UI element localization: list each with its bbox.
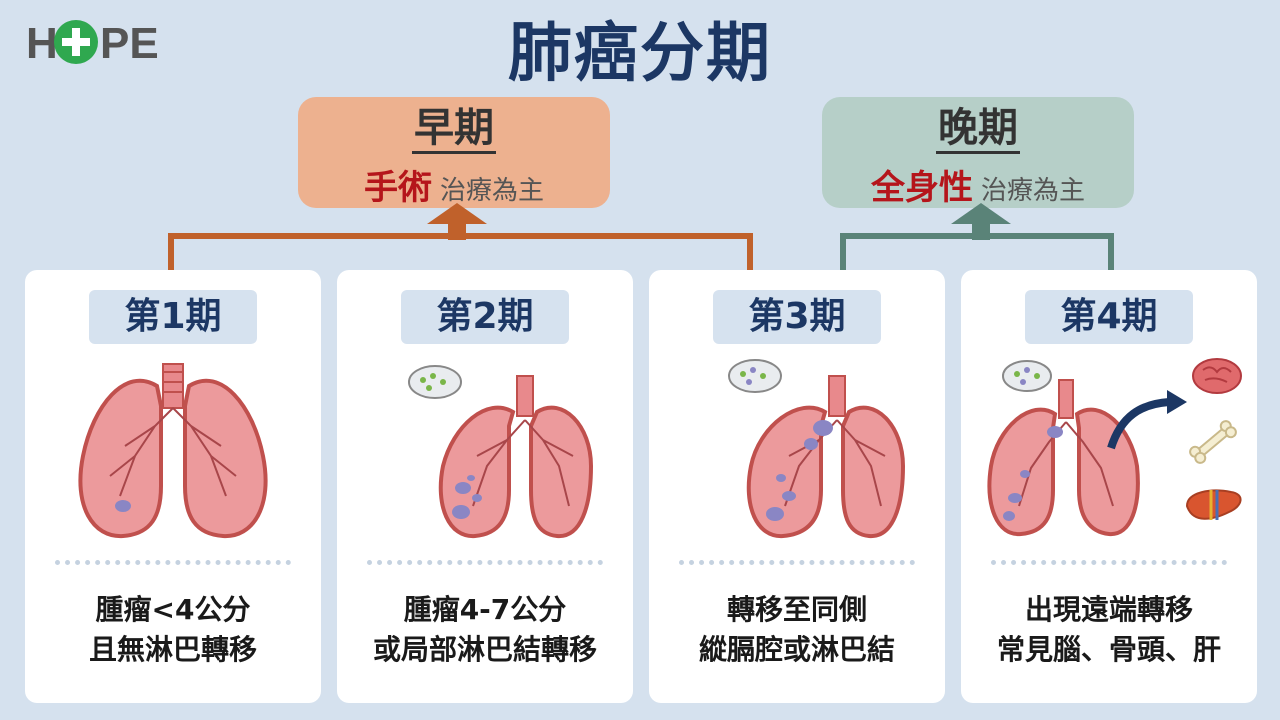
bone-icon [1189,420,1237,464]
stage-label: 第1期 [89,290,257,344]
stage-card-2: 第2期 腫瘤4-7公分 或局部淋巴結轉移 [337,270,633,703]
stage-card-4: 第4期 出現遠端轉移 常見腦、骨頭、肝 [961,270,1257,703]
dotted-divider [679,560,915,565]
stage-description: 出現遠端轉移 常見腦、骨頭、肝 [961,590,1257,670]
spread-arrow-icon [1107,398,1170,450]
dotted-divider [991,560,1227,565]
desc-line-1: 出現遠端轉移 [1024,593,1193,626]
dotted-divider [55,560,291,565]
cell-bubble-icon [408,365,462,399]
tumor-icon [1047,426,1063,438]
lungs-icon [408,365,593,539]
stage-card-3: 第3期 轉移至同側 縱膈腔或淋巴結 [649,270,945,703]
early-phase-desc: 手術治療為主 [298,160,610,209]
lungs-icon [728,359,905,539]
cell-bubble-icon [1002,360,1052,392]
stage-card-1: 第1期 腫瘤<4公分 且無淋巴轉移 [25,270,321,703]
desc-line-1: 腫瘤<4公分 [95,593,251,626]
desc-line-2: 常見腦、骨頭、肝 [996,633,1221,666]
stage-description: 腫瘤4-7公分 或局部淋巴結轉移 [337,590,633,670]
tumor-icon [455,482,471,494]
stage-description: 轉移至同側 縱膈腔或淋巴結 [649,590,945,670]
early-bracket [168,233,753,270]
stage-label: 第3期 [713,290,881,344]
late-phase-box: 晚期 全身性治療為主 [822,97,1134,208]
desc-line-1: 腫瘤4-7公分 [403,593,567,626]
tumor-icon [115,500,131,512]
cell-bubble-icon [728,359,782,393]
late-phase-desc: 全身性治療為主 [822,160,1134,209]
tumor-icon [813,420,833,436]
lungs-metastasis-icon [987,358,1242,537]
early-phase-box: 早期 手術治療為主 [298,97,610,208]
lungs-icon [78,363,268,539]
early-phase-key: 手術 [363,168,432,208]
early-up-arrow-icon [427,203,487,224]
page-title: 肺癌分期 [508,17,772,91]
desc-line-2: 且無淋巴轉移 [88,633,257,666]
late-phase-key: 全身性 [870,168,973,208]
late-phase-name: 晚期 [936,105,1020,154]
desc-line-2: 縱膈腔或淋巴結 [698,633,895,666]
logo-text-h: H [26,19,58,68]
stage-description: 腫瘤<4公分 且無淋巴轉移 [25,590,321,670]
hope-logo: H PE [26,19,159,68]
desc-line-2: 或局部淋巴結轉移 [372,633,597,666]
logo-text-pe: PE [100,19,159,68]
late-phase-rest: 治療為主 [980,176,1085,206]
late-up-arrow-icon [951,203,1011,224]
late-bracket [840,233,1114,272]
stage-label: 第2期 [401,290,569,344]
stage-label: 第4期 [1025,290,1193,344]
desc-line-1: 轉移至同側 [726,593,867,626]
dotted-divider [367,560,603,565]
early-phase-rest: 治療為主 [439,176,544,206]
brain-icon [1192,358,1242,394]
early-phase-name: 早期 [412,105,496,154]
liver-icon [1185,489,1242,520]
